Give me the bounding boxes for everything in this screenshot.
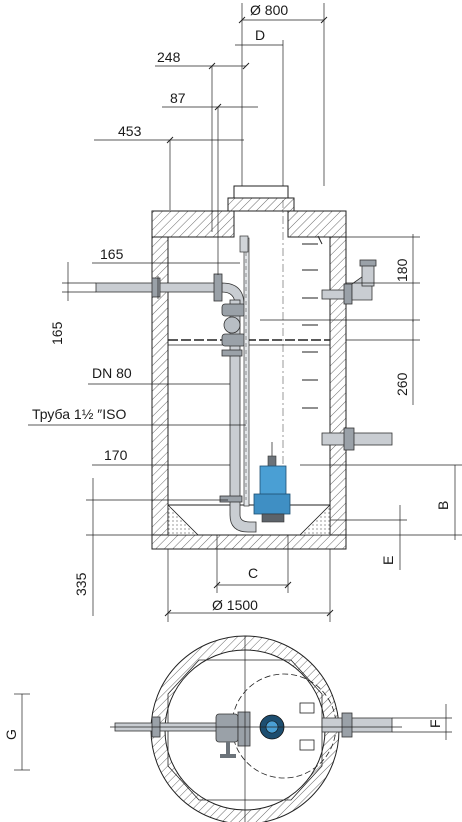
left-wall	[151, 210, 169, 550]
right-wall	[329, 210, 347, 550]
dim-335: 335	[73, 572, 89, 596]
dim-g: G	[3, 729, 19, 740]
pump	[253, 442, 291, 523]
benching-right	[299, 504, 331, 536]
dim-165-side: 165	[49, 321, 65, 345]
dim-c: C	[248, 565, 258, 581]
pipe-label: Труба 1½ ″ISO	[32, 406, 126, 422]
ladder	[302, 235, 323, 409]
bottom-slab	[151, 534, 347, 550]
top-slab-right	[287, 210, 347, 238]
top-slab-left	[151, 210, 235, 238]
plan-view	[14, 635, 452, 822]
dimension-lines	[28, 3, 462, 622]
dim-b: B	[435, 501, 451, 510]
dim-f: F	[427, 719, 443, 728]
guide-rail	[243, 237, 250, 507]
dim-260: 260	[394, 372, 410, 396]
dim-d800: Ø 800	[250, 2, 288, 18]
plan-octagon	[167, 659, 323, 801]
inlet-top	[321, 259, 377, 305]
dim-165-top: 165	[100, 246, 124, 262]
manhole-cover	[227, 185, 295, 237]
benching-left	[167, 504, 199, 536]
inlet-bottom	[321, 427, 393, 451]
dim-e: E	[380, 556, 396, 565]
dim-170: 170	[104, 447, 128, 463]
discharge-pipe	[95, 273, 257, 533]
dim-87: 87	[170, 90, 186, 106]
dim-453: 453	[118, 123, 142, 139]
dim-180: 180	[394, 258, 410, 282]
dim-d: D	[255, 27, 265, 43]
dim-d1500: Ø 1500	[212, 597, 258, 613]
section-view	[95, 185, 393, 550]
dim-248: 248	[157, 49, 181, 65]
dim-dn80: DN 80	[92, 365, 132, 381]
